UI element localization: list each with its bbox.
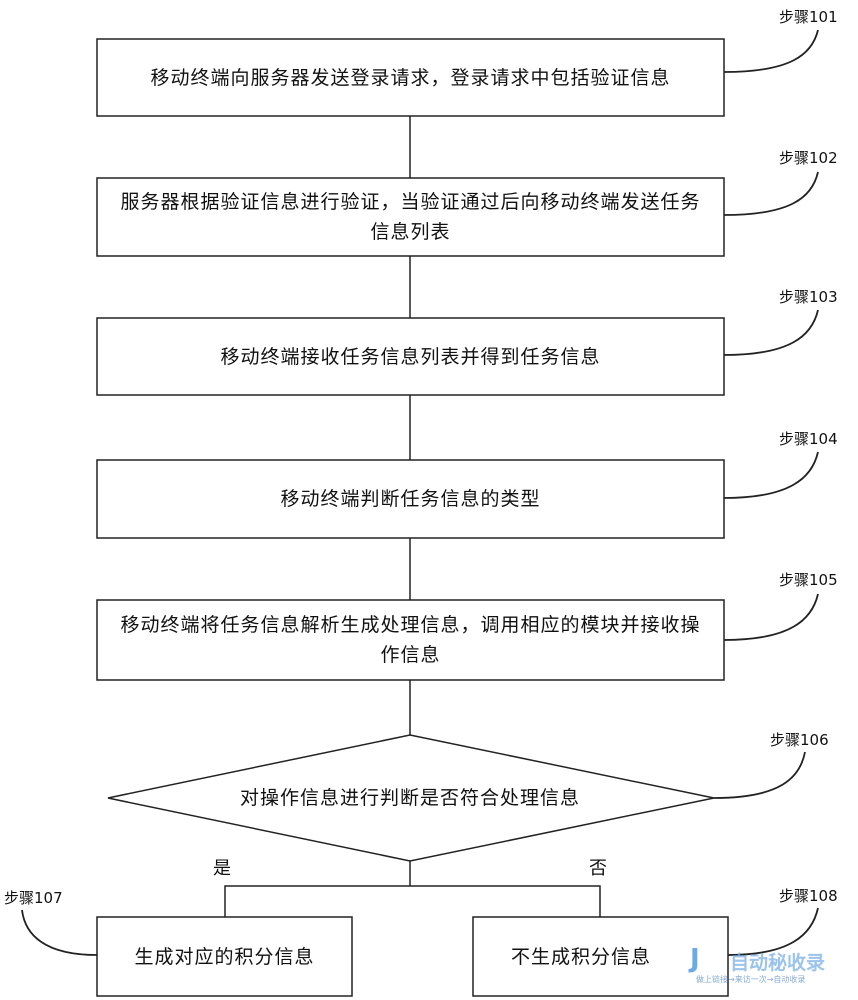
step-101-text: 移动终端向服务器发送登录请求，登录请求中包括验证信息 — [150, 66, 671, 89]
step-106-label: 步骤106 — [770, 731, 829, 749]
callout-105-leader — [723, 593, 819, 641]
step-106-text: 对操作信息进行判断是否符合处理信息 — [239, 787, 580, 809]
step-108-text: 不生成积分信息 — [511, 945, 652, 968]
callout-108-leader — [727, 907, 819, 956]
watermark-subtext: 做上链接→来访一次→自动收录 — [696, 975, 806, 984]
step-101-box — [96, 38, 725, 117]
callout-107-leader — [21, 909, 98, 956]
step-104-text: 移动终端判断任务信息的类型 — [280, 488, 541, 510]
step-107-box — [96, 916, 353, 997]
branch-yes-label: 是 — [213, 858, 231, 879]
step-107-label: 步骤107 — [4, 889, 63, 907]
step-101-label: 步骤101 — [779, 8, 838, 26]
step-102-text: 服务器根据验证信息进行验证，当验证通过后向移动终端发送任务信息列表 — [120, 191, 701, 243]
watermark-logo-icon: J — [690, 944, 700, 974]
step-105-label: 步骤105 — [779, 571, 838, 589]
step-108-label: 步骤108 — [779, 887, 838, 905]
step-104-label: 步骤104 — [779, 430, 838, 448]
step-108-box — [472, 916, 729, 997]
callout-102-leader — [723, 171, 819, 216]
step-103-text: 移动终端接收任务信息列表并得到任务信息 — [220, 345, 601, 368]
connector-106-branches — [224, 885, 601, 917]
branch-no-label: 否 — [589, 858, 607, 879]
callout-106-leader — [713, 751, 806, 799]
callout-103-leader — [723, 309, 819, 356]
callout-104-leader — [723, 451, 819, 499]
step-103-label: 步骤103 — [779, 288, 838, 306]
step-102-box — [96, 177, 725, 257]
watermark: J 自动秘收录 做上链接→来访一次→自动收录 — [690, 944, 850, 996]
callout-101-leader — [723, 29, 819, 73]
step-105-box — [96, 599, 725, 681]
watermark-text: 自动秘收录 — [730, 952, 826, 974]
step-105-text: 移动终端将任务信息解析生成处理信息，调用相应的模块并接收操作信息 — [120, 614, 701, 666]
step-104-box — [96, 459, 725, 539]
step-102-label: 步骤102 — [779, 149, 838, 167]
step-107-text: 生成对应的积分信息 — [134, 945, 315, 968]
